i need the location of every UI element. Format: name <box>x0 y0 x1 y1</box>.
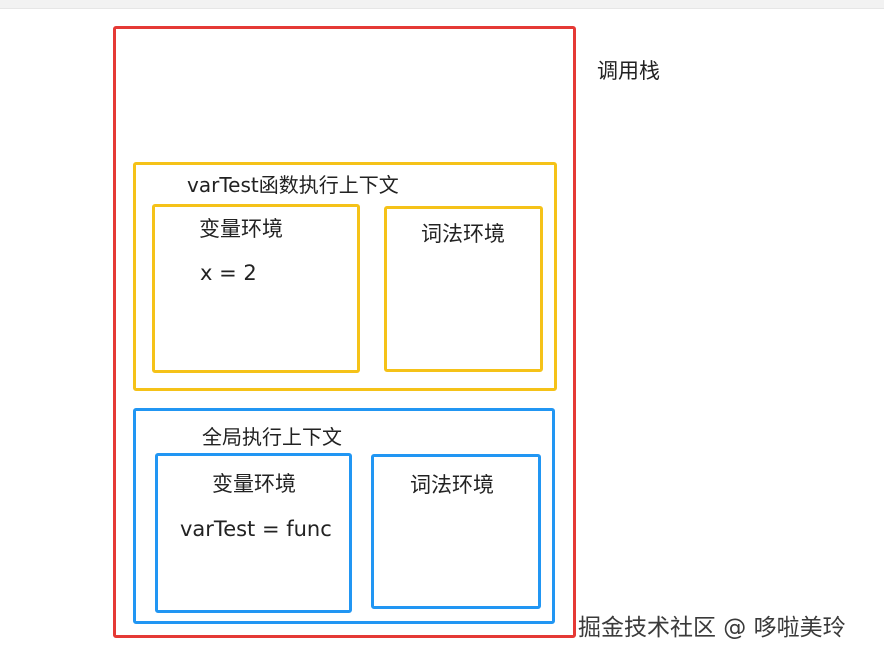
function-variable-environment-box <box>152 204 360 373</box>
function-execution-context-box <box>133 162 557 391</box>
global-context-title: 全局执行上下文 <box>202 425 342 449</box>
function-variable-environment-title: 变量环境 <box>199 217 283 241</box>
call-stack-box <box>113 26 576 638</box>
global-variable-environment-title: 变量环境 <box>212 472 296 496</box>
cropped-previous-content <box>0 0 884 9</box>
function-variable-environment-content: x = 2 <box>200 261 257 285</box>
global-variable-environment-content: varTest = func <box>180 517 332 541</box>
function-context-title: varTest函数执行上下文 <box>187 173 399 197</box>
watermark: 掘金技术社区 @ 哆啦美玲 <box>578 615 846 641</box>
call-stack-label: 调用栈 <box>597 59 660 83</box>
global-lexical-environment-box <box>371 454 541 609</box>
function-lexical-environment-title: 词法环境 <box>421 222 505 246</box>
global-variable-environment-box <box>155 453 352 613</box>
function-lexical-environment-box <box>384 206 543 372</box>
global-lexical-environment-title: 词法环境 <box>410 473 494 497</box>
global-execution-context-box <box>133 408 555 624</box>
